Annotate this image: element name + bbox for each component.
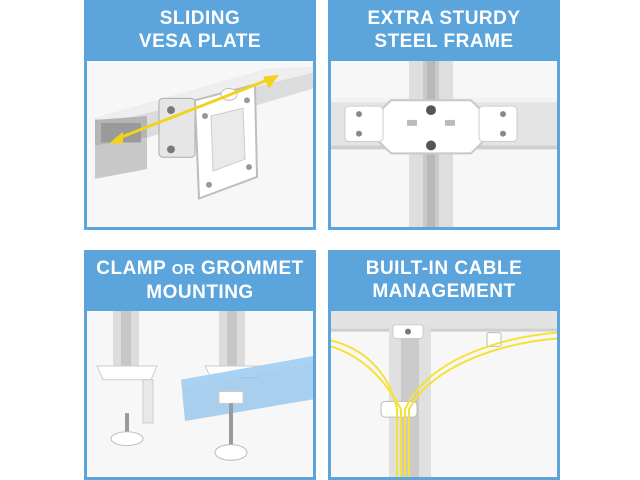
title-word-clamp: CLAMP xyxy=(96,258,172,279)
sliding-vesa-plate-illustration xyxy=(87,61,313,227)
panel-title-line-2: MOUNTING xyxy=(146,282,254,303)
feature-panel-clamp-grommet: CLAMP OR GROMMET MOUNTING xyxy=(84,250,316,480)
feature-panel-cable-management: BUILT-IN CABLE MANAGEMENT xyxy=(328,250,560,480)
title-word-grommet: GROMMET xyxy=(195,258,304,279)
panel-title-line-1: SLIDING xyxy=(159,8,241,29)
panel-header: EXTRA STURDY STEEL FRAME xyxy=(331,3,557,61)
steel-frame-illustration xyxy=(331,61,557,227)
panel-title-line-1: CLAMP OR GROMMET xyxy=(87,257,313,281)
clamp-grommet-illustration xyxy=(87,311,313,477)
cable-management-illustration xyxy=(331,311,557,477)
feature-panel-steel-frame: EXTRA STURDY STEEL FRAME xyxy=(328,0,560,230)
panel-title-line-1: EXTRA STURDY xyxy=(367,8,521,29)
panel-header: BUILT-IN CABLE MANAGEMENT xyxy=(331,253,557,311)
panel-title-line-2: VESA PLATE xyxy=(138,31,262,52)
panel-header: CLAMP OR GROMMET MOUNTING xyxy=(87,253,313,311)
panel-title-line-2: MANAGEMENT xyxy=(372,281,516,302)
panel-header: SLIDING VESA PLATE xyxy=(87,3,313,61)
title-word-or: OR xyxy=(171,261,196,278)
feature-panel-sliding-vesa: SLIDING VESA PLATE xyxy=(84,0,316,230)
panel-title-line-1: BUILT-IN CABLE xyxy=(365,258,523,279)
panel-title-line-2: STEEL FRAME xyxy=(374,31,514,52)
